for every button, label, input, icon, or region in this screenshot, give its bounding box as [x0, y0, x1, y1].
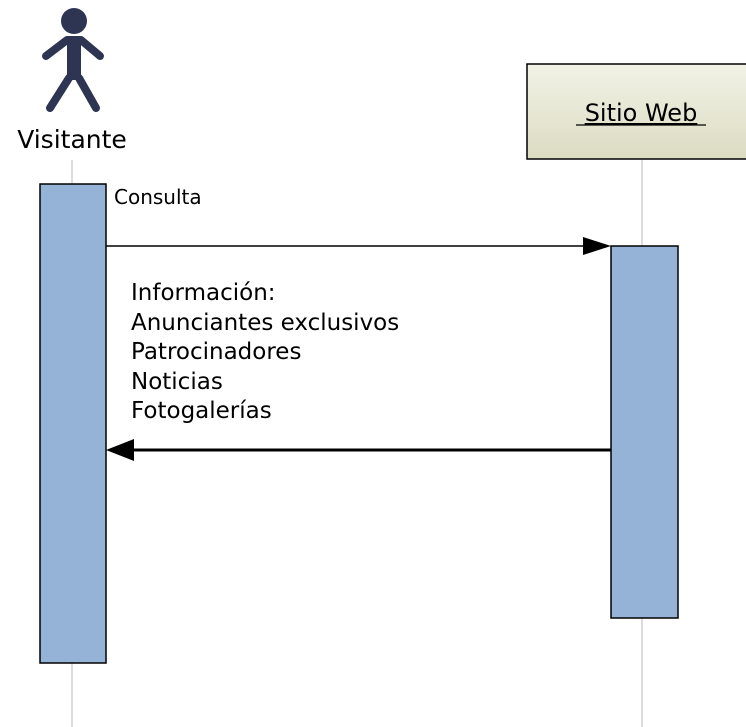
response-message-label: Información: Anunciantes exclusivos Patr…: [131, 280, 407, 424]
response-line-item: Anunciantes exclusivos: [131, 310, 399, 336]
request-message-label: Consulta: [114, 185, 202, 209]
response-line-item: Patrocinadores: [131, 339, 301, 365]
request-arrowhead-icon: [583, 237, 611, 255]
response-line-title: Información:: [131, 280, 276, 306]
response-line-item: Fotogalerías: [131, 398, 272, 424]
response-arrowhead-icon: [106, 439, 134, 461]
sitio-web-activation-bar: [610, 245, 679, 619]
sitio-web-object-box: [526, 63, 746, 160]
stick-figure-actor-icon: [42, 8, 104, 112]
object-label: Sitio Web: [585, 99, 698, 127]
actor-label: Visitante: [17, 125, 127, 154]
response-line-item: Noticias: [131, 369, 223, 395]
visitante-activation-bar: [39, 183, 107, 664]
